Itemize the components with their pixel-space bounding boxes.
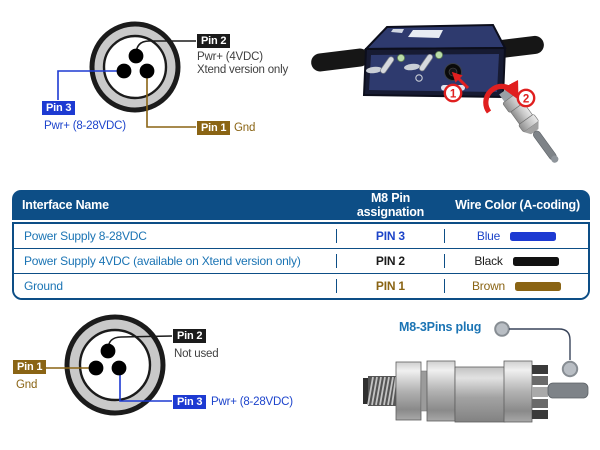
device-top-logo	[391, 29, 404, 33]
table-row: Ground PIN 1 Brown	[14, 273, 588, 298]
row3-wire-cell: Brown	[444, 279, 588, 293]
device-reset-icon	[415, 74, 423, 82]
top-connector-face	[57, 21, 196, 128]
bottom-pin3-description: Pwr+ (8-28VDC)	[211, 396, 293, 408]
top-pin2-contact	[128, 48, 144, 64]
device-switch1-plate	[366, 66, 382, 74]
row3-interface-name: Ground	[24, 279, 63, 293]
row2-interface-name: Power Supply 4VDC (available on Xtend ve…	[24, 254, 301, 268]
table-row: Power Supply 4VDC (available on Xtend ve…	[14, 248, 588, 273]
bottom-pin2-badge: Pin 2	[173, 329, 207, 343]
bottom-pin3-badge: Pin 3	[173, 395, 207, 409]
step2-marker: 2	[516, 88, 536, 108]
header-pin-assignation: M8 Pin assignation	[356, 191, 425, 219]
step1-marker: 1	[443, 83, 463, 103]
rotate-arrow	[483, 79, 519, 114]
device-left-antenna	[311, 48, 369, 72]
plug-threads	[367, 376, 397, 406]
row1-pin: PIN 3	[335, 229, 444, 243]
bottom-pin2-contact	[100, 343, 116, 359]
device-front-panel	[369, 54, 499, 92]
row2-pin: PIN 2	[335, 254, 444, 268]
bottom-pin3-leader-line	[119, 369, 172, 402]
device-switch1-lever	[380, 56, 395, 74]
step2-number: 2	[523, 94, 529, 106]
plug-drawing	[363, 321, 589, 423]
top-pin1-leader-line	[146, 72, 196, 128]
header-interface-name: Interface Name	[22, 198, 109, 212]
device-led2	[434, 51, 443, 60]
plug-callout-dot-end	[561, 360, 579, 378]
row2-wire-color-swatch	[512, 256, 559, 266]
bottom-pin1-badge: Pin 1	[13, 360, 47, 374]
top-pin2-desc-line2: Xtend version only	[197, 64, 289, 76]
plug-drawing-cable	[547, 382, 589, 399]
row1-wire-color-swatch	[510, 231, 557, 241]
device-illustration	[311, 23, 544, 99]
top-pin1-contact	[139, 63, 155, 79]
top-pin1-badge: Pin 1	[197, 121, 231, 135]
table-body: Power Supply 8-28VDC PIN 3 Blue Power Su…	[12, 222, 590, 300]
top-pin3-contact	[116, 63, 132, 79]
bottom-pin3-contact	[111, 360, 127, 376]
row3-wire-color-swatch	[515, 281, 562, 291]
step1-number: 1	[450, 89, 457, 101]
top-pin2-badge: Pin 2	[197, 34, 231, 48]
device-switch2-plate	[404, 63, 420, 71]
top-pin3-leader-line	[57, 70, 124, 100]
plug-callout-dot-start	[494, 321, 510, 337]
device-switch2-lever	[418, 53, 433, 72]
top-pin1-description: Gnd	[234, 122, 256, 134]
top-pin3-badge: Pin 3	[42, 101, 76, 115]
bottom-pin1-contact	[88, 360, 104, 376]
row1-wire-cell: Blue	[444, 229, 588, 243]
step1-arrow	[451, 71, 470, 90]
bottom-connector-face	[43, 314, 173, 416]
row3-wire-color-name: Brown	[472, 279, 506, 293]
pin-assignment-table: Interface Name M8 Pin assignation Wire C…	[12, 190, 590, 300]
plug-drawing-label: M8-3Pins plug	[399, 320, 482, 334]
row2-wire-color-name: Black	[474, 254, 503, 268]
bottom-pin2-description: Not used	[174, 348, 219, 360]
top-pin2-desc-line1: Pwr+ (4VDC)	[197, 51, 263, 63]
top-pin3-description: Pwr+ (8-28VDC)	[44, 120, 126, 132]
row1-wire-color-name: Blue	[476, 229, 501, 243]
row1-interface-name: Power Supply 8-28VDC	[24, 229, 147, 243]
table-header-row: Interface Name M8 Pin assignation Wire C…	[12, 190, 590, 220]
row3-pin: PIN 1	[335, 279, 444, 293]
plug-knurl	[532, 365, 548, 419]
bottom-pin1-description: Gnd	[16, 379, 38, 391]
device-top-label	[408, 30, 443, 38]
row2-wire-cell: Black	[444, 254, 588, 268]
plug-callout-line	[509, 328, 571, 360]
device-led1	[396, 54, 405, 63]
table-row: Power Supply 8-28VDC PIN 3 Blue	[14, 224, 588, 248]
header-wire-color: Wire Color (A-coding)	[455, 198, 580, 212]
top-pin2-description: Pwr+ (4VDC) Xtend version only	[197, 51, 288, 77]
